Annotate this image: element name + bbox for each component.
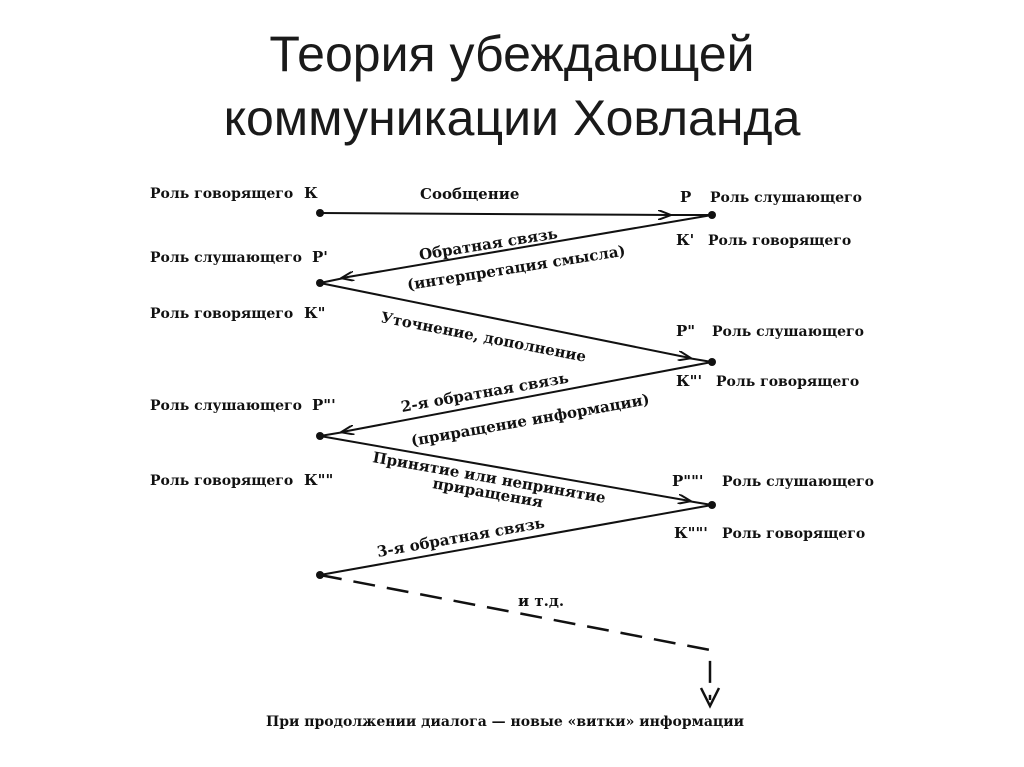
- etc-label: и т.д.: [518, 592, 564, 610]
- node-right-3: [708, 501, 716, 509]
- title-line-1: Теория убеждающей: [269, 26, 755, 82]
- right-role-1: Роль слушающего: [710, 190, 862, 206]
- message-label: Сообщение: [420, 185, 519, 203]
- arrow-clarification: [319, 282, 690, 358]
- node-right-2: [708, 358, 716, 366]
- feedback-3-label: 3-я обратная связь: [376, 514, 546, 561]
- left-symbol-2: Р': [312, 248, 328, 266]
- left-role-1: Роль говорящего: [150, 186, 293, 202]
- node-left-2: [316, 279, 324, 287]
- right-symbol-1: Р: [680, 188, 691, 206]
- arrow-message: [319, 213, 670, 215]
- left-symbol-5: К"": [304, 471, 333, 489]
- footer-caption: При продолжении диалога — новые «витки» …: [266, 714, 744, 730]
- slide-title: Теория убеждающей коммуникации Ховланда: [0, 22, 1024, 150]
- right-role-4: Роль говорящего: [716, 374, 859, 390]
- left-symbol-1: К: [304, 184, 318, 202]
- arrow-feedback-1: [342, 214, 713, 278]
- right-symbol-2: К': [676, 231, 694, 249]
- line-feedback-1-tail: [319, 277, 345, 284]
- left-symbol-4: Р"': [312, 396, 336, 414]
- right-symbol-3: Р": [676, 322, 695, 340]
- right-role-3: Роль слушающего: [712, 324, 864, 340]
- line-feedback-2-tail: [319, 431, 345, 437]
- line-acceptance-tail: [687, 500, 713, 506]
- left-role-4: Роль слушающего: [150, 398, 302, 414]
- arrow-down-head: [699, 687, 721, 709]
- right-symbol-4: К"': [676, 372, 702, 390]
- right-symbol-5: Р""': [672, 472, 704, 490]
- right-role-2: Роль говорящего: [708, 233, 851, 249]
- node-left-3: [316, 432, 324, 440]
- arrow-acceptance: [319, 435, 690, 501]
- right-symbol-6: К""': [674, 524, 708, 542]
- left-role-5: Роль говорящего: [150, 473, 293, 489]
- node-left-1: [316, 209, 324, 217]
- node-right-1: [708, 211, 716, 219]
- line-feedback-3: [319, 504, 713, 576]
- arrow-feedback-2: [342, 361, 713, 432]
- left-role-3: Роль говорящего: [150, 306, 293, 322]
- right-role-5: Роль слушающего: [722, 474, 874, 490]
- right-role-6: Роль говорящего: [722, 526, 865, 542]
- left-role-2: Роль слушающего: [150, 250, 302, 266]
- node-left-4: [316, 571, 324, 579]
- line-clarification-tail: [687, 357, 713, 363]
- title-line-2: коммуникации Ховланда: [223, 90, 801, 146]
- dashed-continuation-line: [319, 573, 712, 700]
- left-symbol-3: К": [304, 304, 325, 322]
